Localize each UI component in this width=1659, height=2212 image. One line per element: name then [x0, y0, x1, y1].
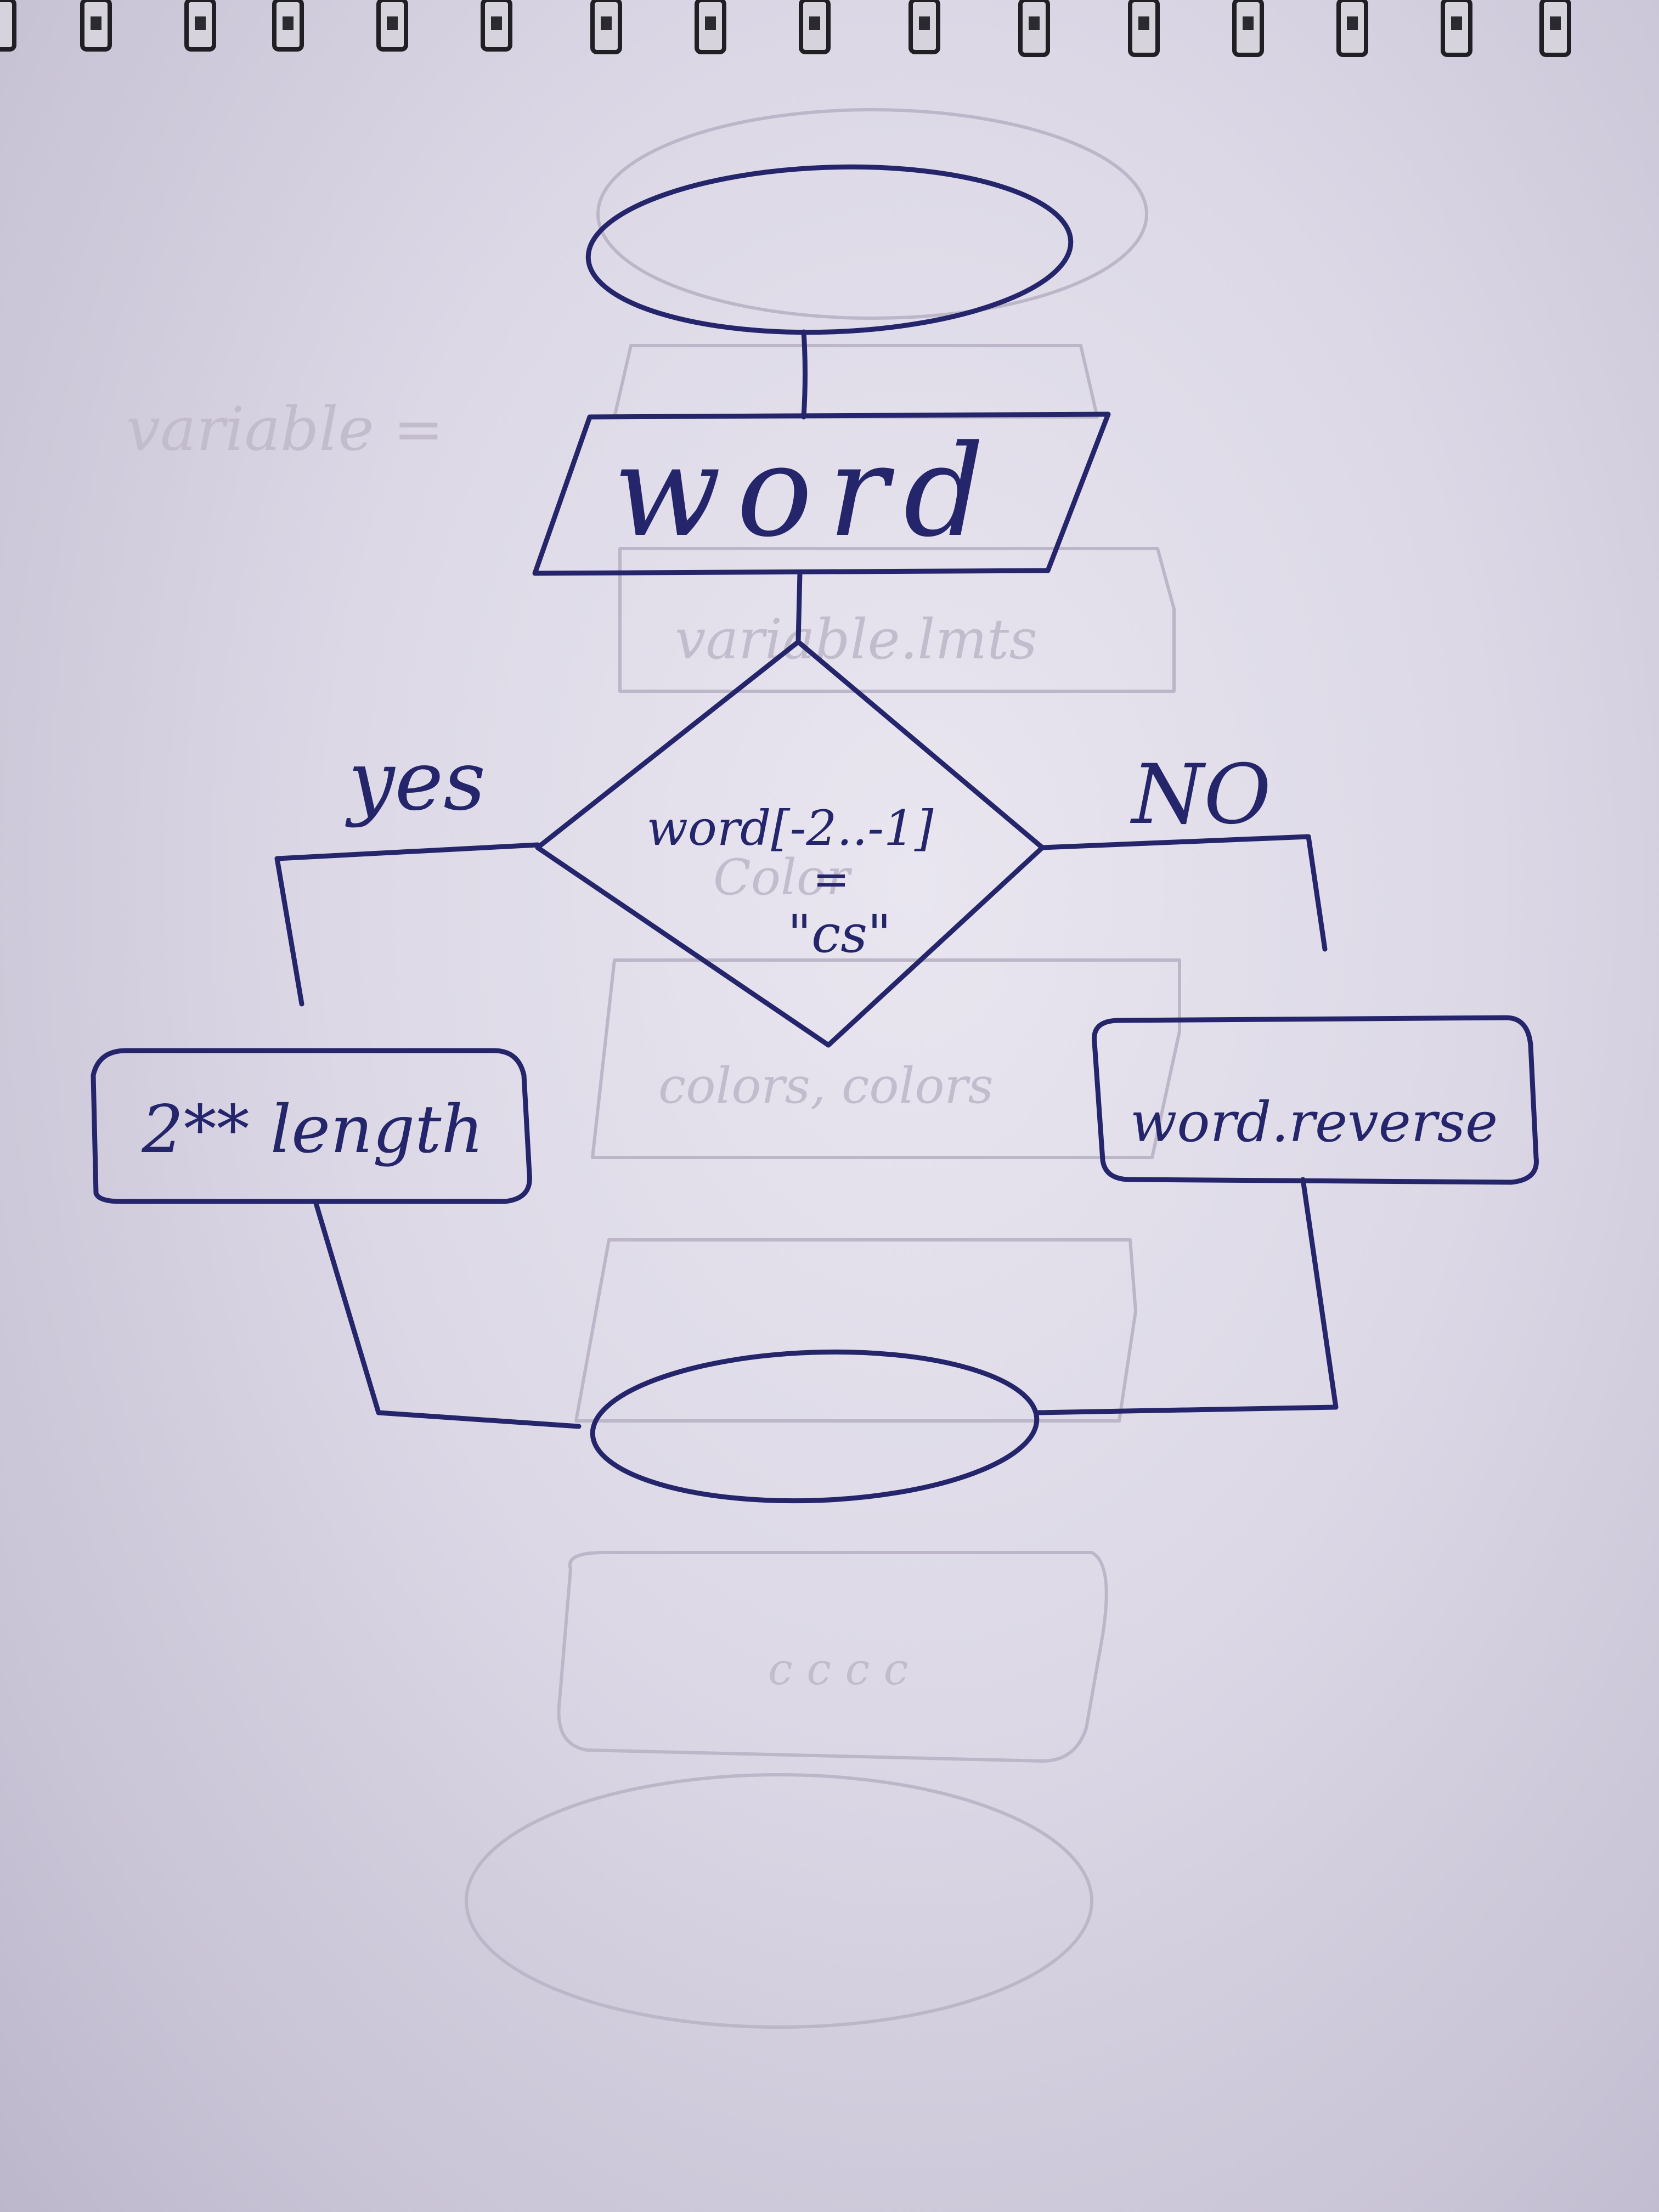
- yes-process-label: 2** length: [141, 1092, 484, 1168]
- connector-start-to-input: [801, 329, 808, 420]
- decision-condition-line3: "cs": [787, 904, 891, 964]
- yes-process-box: [91, 1048, 532, 1204]
- svg-text:Color: Color: [713, 849, 853, 906]
- connector-input-to-decision: [795, 571, 803, 645]
- decision-condition-line1: word[-2..-1]: [647, 800, 934, 856]
- svg-text:c c c c: c c c c: [768, 1644, 909, 1695]
- no-process-label: word.reverse: [1130, 1090, 1498, 1154]
- end-terminal: [590, 1349, 1040, 1504]
- input-label: word: [613, 419, 1000, 565]
- decision-condition-line2: =: [812, 854, 849, 905]
- decision-diamond: [535, 639, 1045, 1048]
- show-through-drawing: variable = variable.lmts Color colors, c…: [126, 108, 1181, 2029]
- yes-branch-label: yes: [345, 733, 486, 829]
- svg-text:variable =: variable =: [126, 394, 444, 464]
- connector-yes-process-to-end: [313, 1199, 582, 1429]
- input-parallelogram: [532, 411, 1111, 576]
- spiral-binding: [0, 0, 1571, 57]
- svg-text:variable.lmts: variable.lmts: [675, 607, 1037, 672]
- connector-decision-to-yes-process: [274, 842, 540, 1007]
- no-branch-label: NO: [1130, 747, 1271, 843]
- no-process-box: [1092, 1015, 1539, 1185]
- connector-no-process-to-end: [1034, 1177, 1339, 1415]
- svg-text:colors, colors: colors, colors: [658, 1057, 994, 1115]
- connector-decision-to-no-process: [1040, 834, 1328, 952]
- start-terminal: [585, 164, 1074, 335]
